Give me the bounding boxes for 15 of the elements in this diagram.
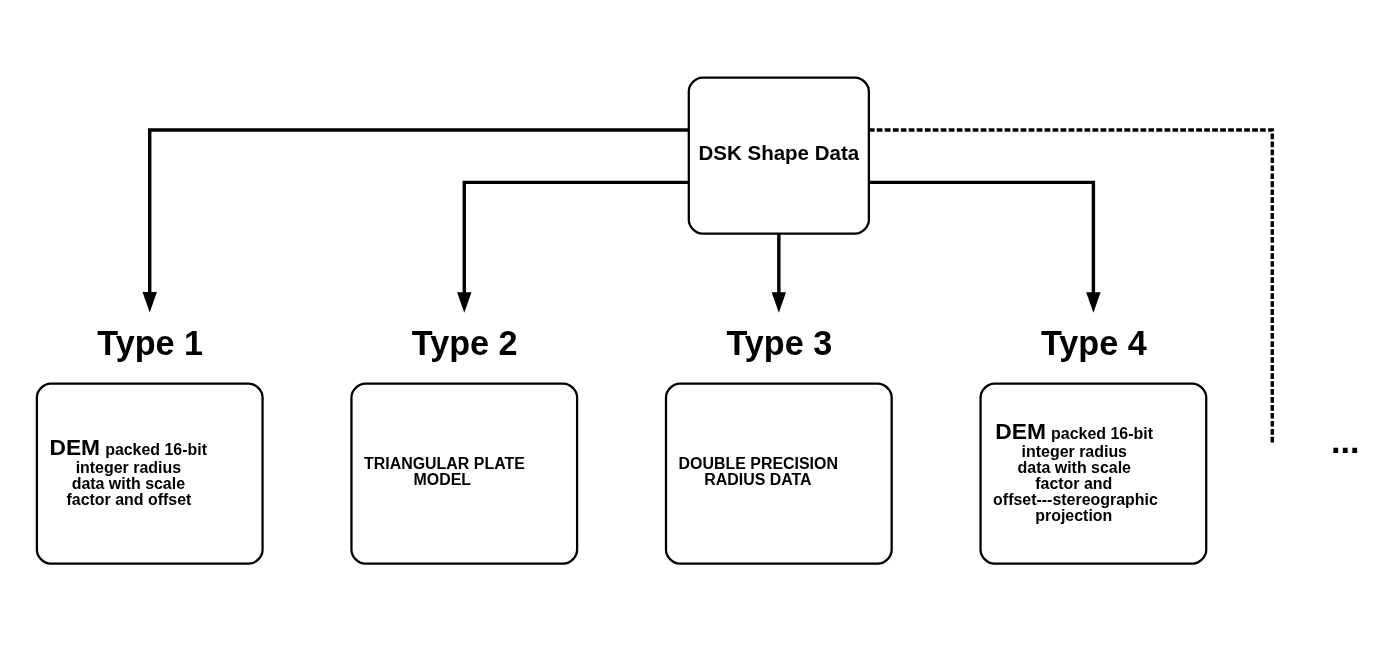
node-box: TRIANGULAR PLATE MODEL: [350, 382, 579, 565]
connector: [869, 128, 1275, 445]
node-box: DEM packed 16-bit integer radius data with scale factor and offset: [35, 382, 264, 565]
arrow: [771, 233, 787, 313]
node-label: Type 4: [1040, 324, 1147, 363]
arrow: [457, 180, 689, 313]
arrow: [142, 128, 689, 313]
node-box: DSK Shape Data: [687, 76, 870, 235]
node-box: DEM packed 16-bit integer radius data with scale factor and offset---stereographic projection: [979, 382, 1208, 565]
label: ...: [1331, 421, 1360, 460]
node-box: DOUBLE PRECISION RADIUS DATA: [664, 382, 893, 565]
node-label: Type 3: [726, 324, 833, 363]
node-label: Type 2: [411, 324, 518, 363]
arrow: [869, 180, 1101, 313]
node-label: Type 1: [97, 324, 204, 363]
